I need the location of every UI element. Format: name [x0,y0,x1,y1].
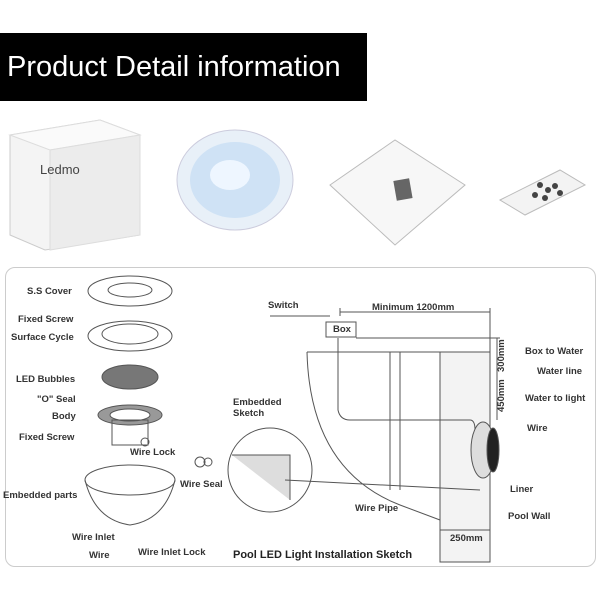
install-sketch [227,308,500,563]
label-box: Box [333,324,351,335]
label-ss-cover: S.S Cover [27,286,72,297]
label-wire-inlet-lock: Wire Inlet Lock [138,547,206,558]
diagram-panel [5,267,596,567]
label-pool-wall: Pool Wall [508,511,551,522]
label-o-seal: "O" Seal [37,394,76,405]
exploded-parts [84,275,213,526]
label-wire-lock: Wire Lock [130,447,176,458]
label-dim-300: 300mm [496,339,507,372]
label-min-distance: Minimum 1200mm [372,302,455,313]
label-water-line: Water line [537,366,583,377]
label-wire-inlet: Wire Inlet [72,532,115,543]
manual-image [329,139,466,246]
label-liner: Liner [510,484,534,495]
remote-control-image [498,169,587,216]
label-dim-250: 250mm [450,533,483,544]
label-box-to-water: Box to Water [525,346,584,357]
label-embedded-sketch: Embedded Sketch [233,397,282,419]
box-brand-logo: Ledmo [40,162,80,177]
label-switch: Switch [268,300,299,311]
label-surface-cycle: Surface Cycle [11,332,74,343]
label-embedded-parts: Embedded parts [3,490,78,501]
banner-title: Product Detail information [0,33,367,101]
label-fixed-screw-top: Fixed Screw [18,314,74,325]
pool-light-image [176,129,294,231]
label-body: Body [52,411,76,422]
label-led-bubbles: LED Bubbles [16,374,76,385]
label-wire-seal: Wire Seal [180,479,223,490]
installation-title: Pool LED Light Installation Sketch [233,549,413,561]
product-box-image [8,119,142,251]
label-fixed-screw-bottom: Fixed Screw [19,432,75,443]
label-wire: Wire [89,550,110,561]
label-water-to-light: Water to light [525,393,586,404]
label-wire-pipe: Wire Pipe [355,503,399,514]
label-dim-450: 450mm [496,379,507,412]
label-wire-install: Wire [527,423,548,434]
